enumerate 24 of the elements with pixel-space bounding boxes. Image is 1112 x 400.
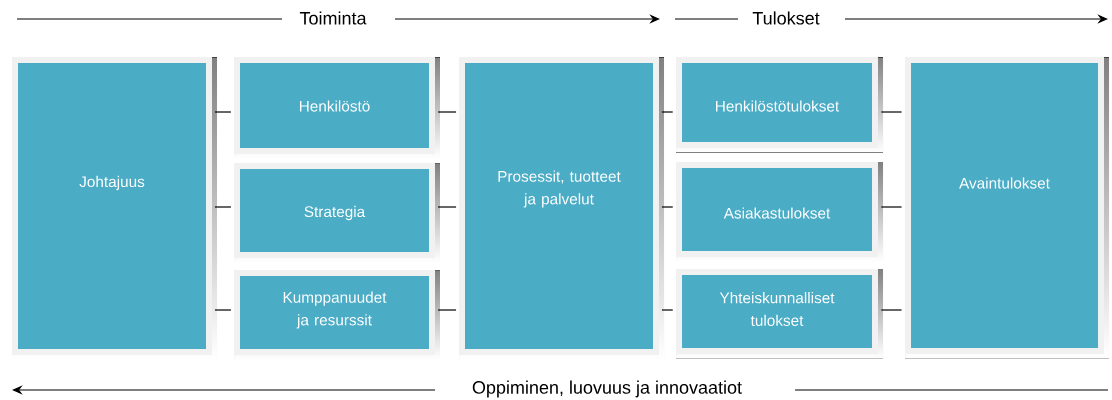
connector-line (880, 309, 903, 311)
process-box: Asiakastulokset (676, 162, 883, 262)
process-box: Strategia (234, 163, 440, 263)
connector-line (214, 111, 232, 113)
process-box: Henkilöstötulokset (676, 57, 883, 153)
process-box: Kumppanuudet ja resurssit (234, 270, 440, 360)
connector-line (880, 206, 903, 208)
connector-line (661, 206, 674, 208)
connector-line (214, 206, 232, 208)
process-box: Prosessit, tuotteet ja palvelut (459, 57, 664, 360)
connector-line (437, 309, 457, 311)
process-box: Johtajuus (12, 57, 217, 360)
section-label: Tulokset (752, 11, 820, 25)
connector-line (661, 309, 674, 311)
section-label: Toiminta (299, 11, 367, 25)
connector-line (437, 111, 457, 113)
connector-line (437, 206, 457, 208)
process-box: Henkilöstö (234, 57, 440, 159)
connector-line (880, 111, 903, 113)
connector-line (661, 111, 674, 113)
section-label: Oppiminen, luovuus ja innovaatiot (472, 380, 742, 398)
connector-line (214, 309, 232, 311)
process-box: Yhteiskunnalliset tulokset (676, 269, 883, 359)
process-box: Avaintulokset (905, 57, 1109, 359)
